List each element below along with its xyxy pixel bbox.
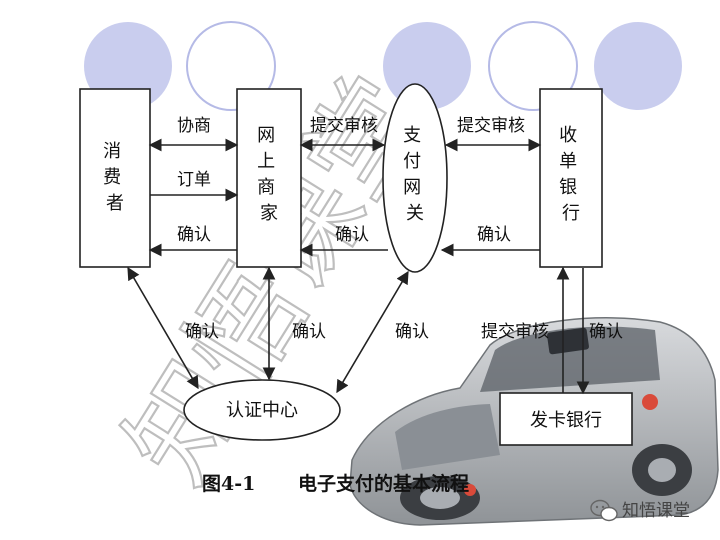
ca-ellipse: [183, 379, 341, 441]
label-confirm-merchant-consumer: 确认: [177, 225, 211, 245]
brand-mark: 知悟课堂: [590, 499, 690, 522]
acquirer-box: [539, 88, 603, 268]
decor-circle: [186, 21, 276, 111]
label-submit-gateway-acquirer: 提交审核: [457, 116, 525, 136]
label-order: 订单: [177, 170, 211, 190]
decor-circle: [488, 21, 578, 111]
gateway-ellipse: [382, 83, 448, 273]
acquirer-label: 收 单 银 行: [559, 125, 583, 224]
decor-circle: [594, 22, 682, 110]
merchant-label: 网 上 商 家: [257, 125, 281, 224]
arrow-gateway-ca: [336, 270, 409, 394]
ca-label: 认证中心: [226, 400, 298, 421]
issuer-box: [499, 392, 633, 446]
label-confirm-merchant-ca: 确认: [292, 322, 326, 342]
label-confirm-acquirer-issuer: 确认: [589, 322, 623, 342]
wechat-icon: [590, 499, 618, 522]
label-submit-issuer-acquirer: 提交审核: [481, 322, 549, 342]
figure-number: 图4-1: [202, 473, 255, 495]
consumer-box: [79, 88, 151, 268]
consumer-label: 消 费 者: [103, 141, 127, 214]
brand-text: 知悟课堂: [622, 501, 690, 521]
label-confirm-gateway-merchant: 确认: [335, 225, 369, 245]
label-confirm-consumer-ca: 确认: [185, 322, 219, 342]
label-confirm-acquirer-gateway: 确认: [477, 225, 511, 245]
decor-circle: [84, 22, 172, 110]
label-negotiate: 协商: [177, 116, 211, 136]
label-submit-merchant-gateway: 提交审核: [310, 116, 378, 136]
decor-circles: [84, 21, 682, 111]
label-confirm-gateway-ca: 确认: [395, 322, 429, 342]
figure-title: 电子支付的基本流程: [298, 472, 469, 495]
gateway-label: 支 付 网 关: [403, 125, 427, 224]
arrow-consumer-ca: [127, 266, 199, 390]
issuer-label: 发卡银行: [530, 410, 602, 431]
merchant-box: [236, 88, 302, 268]
